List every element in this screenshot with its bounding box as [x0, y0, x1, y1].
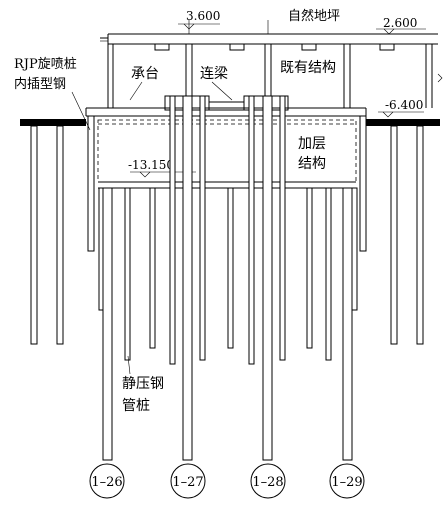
soil-level-right [366, 119, 440, 126]
elevation-label-right: 2.600 [383, 16, 417, 30]
rjp-piles-right [359, 115, 424, 345]
rjp-piles-left [30, 115, 95, 345]
axis-label-1-27: 1–27 [172, 475, 203, 490]
existing-roof-slab [107, 33, 438, 51]
transfer-beam [85, 107, 367, 117]
axis-bubble-1-26: 1–26 [89, 463, 125, 499]
added-floor-label-line1: 加层 [298, 136, 326, 152]
axis-label-1-29: 1–29 [331, 475, 362, 490]
static-pile-label-line1: 静压钢 [122, 376, 164, 392]
rjp-pile-label-line1: RJP旋喷桩 [14, 57, 77, 72]
tie-beam-leader [211, 81, 233, 101]
ground-stub-left [100, 37, 108, 42]
axis-pile-1-29 [342, 187, 353, 461]
static-pile-label-line2: 管桩 [122, 397, 150, 414]
axis-pile-1-26 [102, 187, 113, 461]
tie-beam-label: 连梁 [200, 66, 228, 82]
natural-ground-label: 自然地坪 [288, 8, 340, 24]
axis-bubble-1-28: 1–28 [250, 463, 286, 499]
added-floor-bottom-slab [98, 181, 356, 189]
soil-level-left [20, 119, 86, 126]
pile-cap-label: 承台 [131, 66, 159, 82]
elevation-marker-top [178, 23, 220, 30]
added-floor-label-line2: 结构 [298, 156, 326, 172]
axis-ticks-top [188, 20, 269, 34]
break-line-symbol [437, 73, 443, 83]
elevation-label-mid: -6.400 [385, 98, 423, 112]
short-steel-piles [98, 95, 358, 365]
axis-bubble-1-29: 1–29 [329, 463, 365, 499]
existing-columns [107, 44, 433, 108]
elevation-label-bottom: -13.150 [128, 158, 174, 172]
elevation-label-top: 3.600 [186, 9, 220, 23]
axis-pile-1-28 [262, 95, 273, 461]
axis-pile-1-27 [182, 95, 193, 461]
existing-structure-label: 既有结构 [280, 60, 336, 76]
axis-label-1-28: 1–28 [252, 475, 283, 490]
axis-label-1-26: 1–26 [91, 475, 122, 490]
axis-bubble-1-27: 1–27 [170, 463, 206, 499]
elevation-marker-right [376, 28, 426, 35]
static-pile-leader [127, 355, 131, 375]
elevation-marker-mid [378, 111, 424, 118]
rjp-pile-label-line2: 内插型钢 [14, 76, 66, 92]
pile-cap-leader [129, 81, 143, 101]
rjp-pile-leader [71, 91, 91, 131]
